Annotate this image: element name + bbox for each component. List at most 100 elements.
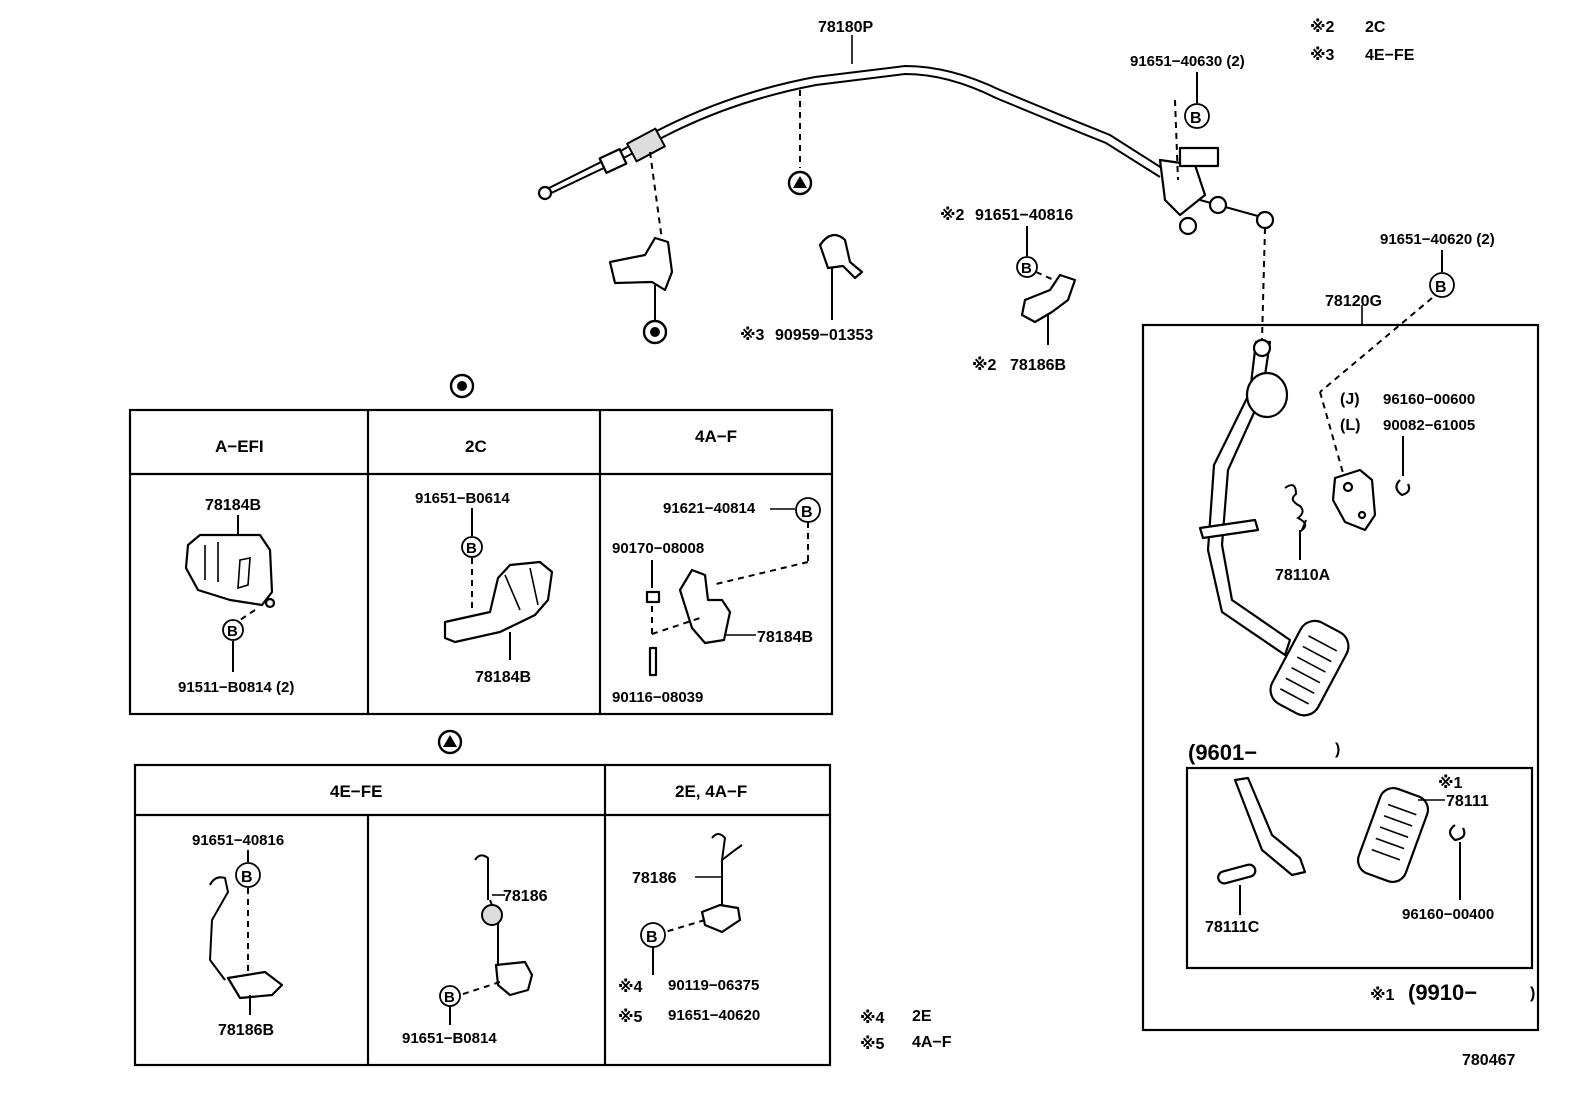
svg-text:B: B [227,623,238,640]
circle-marker-icon [449,373,475,399]
label-78180p: 78180P [818,19,873,36]
svg-text:B: B [1435,279,1447,296]
spring-coil [481,904,503,926]
header-2c: 2C [465,437,487,456]
accelerator-cable [537,64,1275,236]
label-91651-40630: 91651−40630 (2) [1130,53,1245,70]
note-2-bolt: ※2 [940,206,965,224]
label-78186-4efe: 78186 [503,888,548,905]
bolt-b-icon: B [640,922,666,948]
label-91651-40816-table: 91651−40816 [192,832,284,849]
bracket-2e [700,903,742,934]
table-circle-variants [128,408,834,716]
label-91651-40816-top: 91651−40816 [975,207,1073,224]
label-78186-2e: 78186 [632,870,677,887]
note-3-clip: ※3 [740,326,765,344]
svg-text:B: B [801,504,813,521]
label-96160-00400: 96160−00400 [1402,906,1494,923]
legend-2e: 2E [912,1008,932,1025]
svg-text:B: B [1021,260,1032,277]
label-90959-01353: 90959−01353 [775,327,873,344]
svg-text:B: B [1190,110,1202,127]
bracket-4efe-mid [494,960,534,997]
bolt-b-icon: B [1016,256,1038,278]
cable-clip [818,233,864,280]
note-5-table: ※5 [618,1008,643,1026]
legend-4e-fe: 4E−FE [1365,47,1415,64]
bracket-78186b-table [226,970,284,1000]
bolt-b-icon: B [222,619,244,641]
date-9910-close: ) [1530,985,1535,1002]
label-90119-06375: 90119−06375 [668,977,759,994]
table-triangle-variants [133,763,832,1067]
bolt-b-icon: B [1184,103,1210,129]
e-clip [1395,479,1411,497]
label-78184b-aefi: 78184B [205,497,261,514]
pedal-assembly-box [1141,323,1540,1032]
pin-78111c [1217,863,1257,885]
date-from-close: ) [1335,741,1340,758]
header-4a-f: 4A−F [695,427,737,446]
bracket-78184b-2c [443,560,554,644]
wire-78186-2e [711,833,743,916]
legend-4a-f: 4A−F [912,1034,952,1051]
label-78186b-table: 78186B [218,1022,274,1039]
pedal-pad-78111 [1356,787,1430,883]
svg-text:B: B [466,540,477,557]
triangle-marker-icon [437,729,463,755]
label-78111c: 78111C [1205,919,1260,936]
circle-marker-icon [642,319,668,345]
legend-note-4: ※4 [860,1009,885,1027]
note-1-date: ※1 [1370,986,1395,1004]
label-91651-40620-right: 91651−40620 (2) [1380,231,1495,248]
bracket-78186b-top [1020,273,1077,324]
label-78184b-4af: 78184B [757,629,813,646]
label-78110a: 78110A [1275,567,1331,584]
bolt-b-icon: B [235,862,261,888]
bracket-78184b-aefi [184,533,274,607]
return-spring [1284,484,1307,533]
pedal-arm-lower [1233,776,1307,877]
date-9910: (9910− [1408,980,1477,1005]
header-2e-4a-f: 2E, 4A−F [675,782,747,801]
cable-bracket [608,236,674,292]
nut-icon [645,590,661,604]
label-90082-61005: 90082−61005 [1383,417,1475,434]
header-a-efi: A−EFI [215,437,264,456]
bracket-78184b-4af [678,568,732,645]
date-from-9601: (9601− [1188,740,1257,765]
triangle-marker-icon [787,170,813,196]
wire-link-78186 [208,876,230,981]
pedal-bracket-plate [1331,468,1377,532]
figure-number: 780467 [1462,1052,1515,1069]
label-78186b-top: 78186B [1010,357,1066,374]
label-91651-40620-table: 91651−40620 [668,1007,760,1024]
pad-clip-icon [1448,824,1466,842]
bolt-b-icon: B [439,985,461,1007]
tag-l: (L) [1340,417,1360,434]
bolt-b-icon: B [795,497,821,523]
label-78184b-2c: 78184B [475,669,531,686]
legend-note-3: ※3 [1310,46,1335,64]
svg-text:B: B [444,989,455,1006]
legend-note-5: ※5 [860,1035,885,1053]
label-78111: 78111 [1446,793,1489,810]
label-91651-b0614: 91651−B0614 [415,490,510,507]
svg-text:B: B [646,929,658,946]
note-1-pad: ※1 [1438,774,1463,792]
tag-j: (J) [1340,391,1360,408]
variant-box-9601 [1185,766,1534,970]
bolt-b-icon: B [1429,272,1455,298]
note-2-bracket: ※2 [972,356,997,374]
legend-note-2: ※2 [1310,18,1335,36]
label-91621-40814: 91621−40814 [663,500,756,517]
legend-2c: 2C [1365,19,1386,36]
label-90170-08008: 90170−08008 [612,540,704,557]
accelerator-pedal-lever [1198,338,1350,717]
bolt-b-icon: B [461,536,483,558]
note-4-table: ※4 [618,978,643,996]
label-91511-b0814: 91511−B0814 (2) [178,679,294,696]
svg-text:B: B [241,869,253,886]
label-96160-00600: 96160−00600 [1383,391,1475,408]
